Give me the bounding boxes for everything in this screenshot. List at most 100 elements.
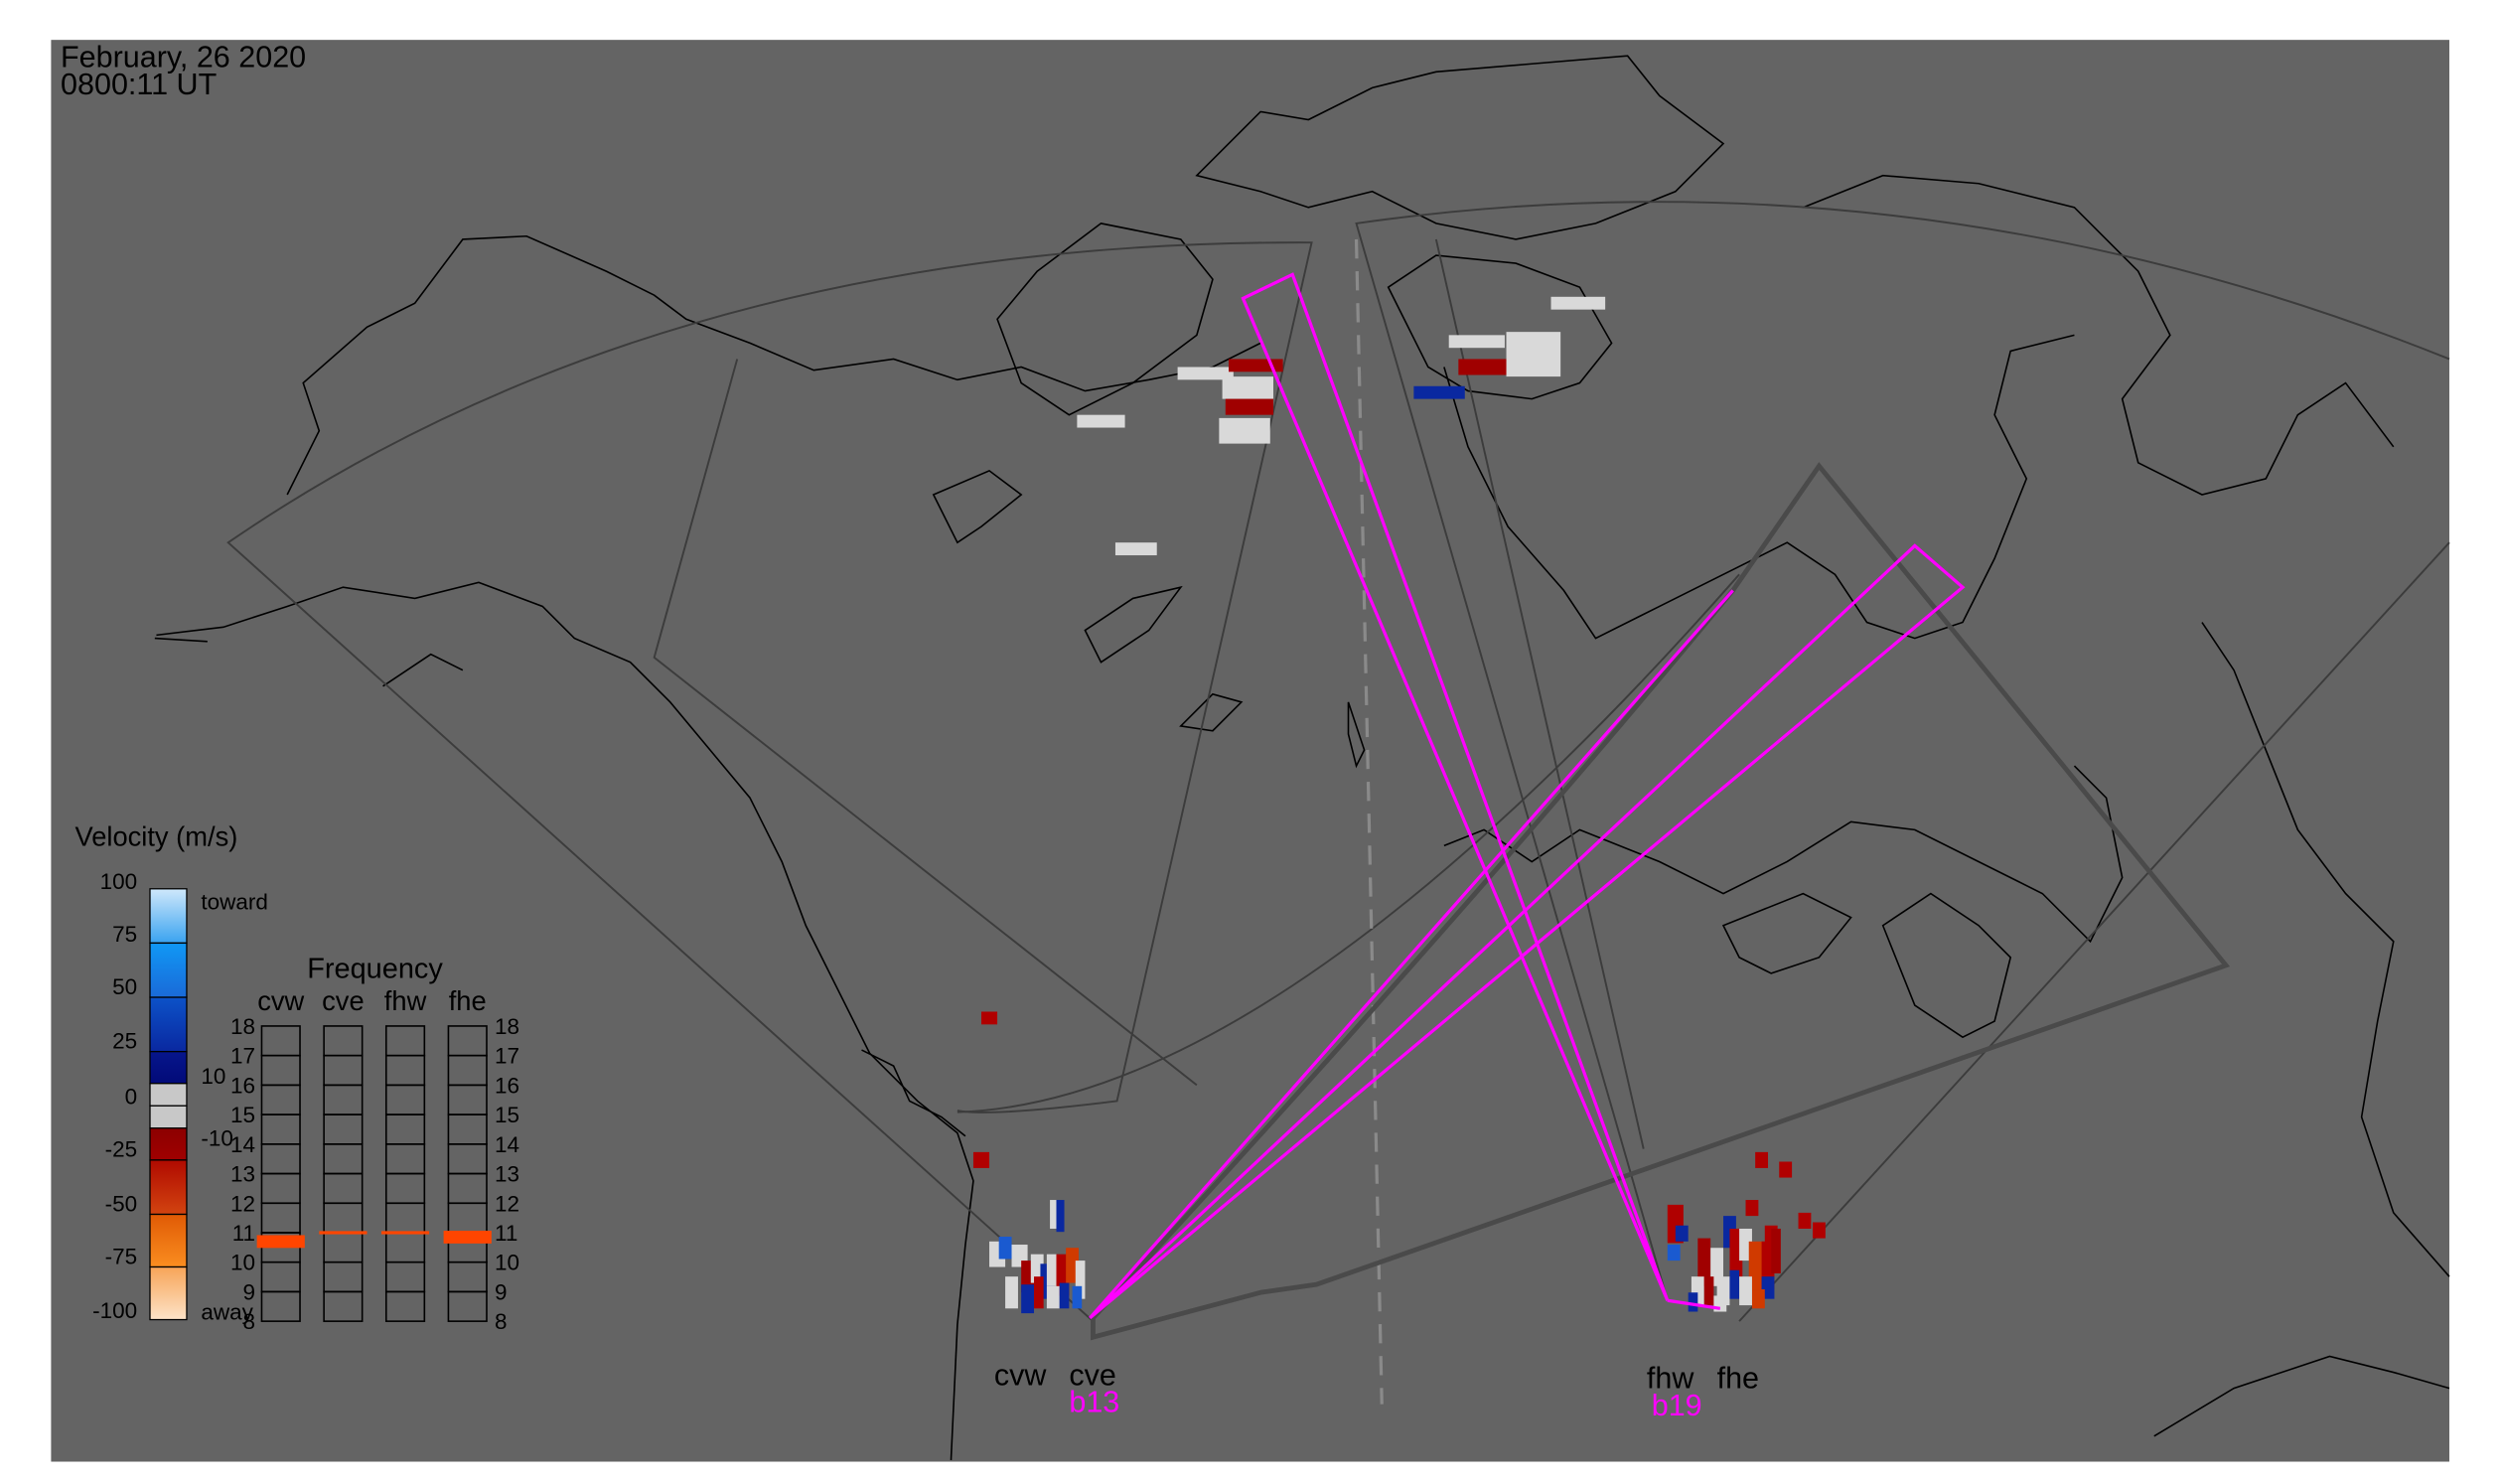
coastline-segment (1881, 892, 2012, 1039)
frequency-column-label: cvw (257, 985, 304, 1016)
frequency-tick-left: 11 (232, 1221, 255, 1246)
gs-upper-label: 10 (201, 1064, 225, 1089)
coastline-segment (2153, 1355, 2450, 1437)
coastline-segment (286, 234, 1261, 496)
coastline-segment (932, 469, 1023, 544)
velocity-legend-title: Velocity (m/s) (75, 820, 238, 851)
frequency-tick-right: 16 (495, 1073, 519, 1098)
echo-cell (1413, 385, 1465, 399)
frequency-tick-left: 9 (243, 1279, 256, 1304)
radar-label-fhw: fhw (1647, 1362, 1694, 1396)
coastlines (154, 55, 2450, 1460)
beam-label-b13: b13 (1069, 1386, 1119, 1419)
frequency-tick-left: 15 (230, 1103, 255, 1127)
coastline-segment (154, 637, 464, 687)
echo-cell (1448, 335, 1505, 349)
frequency-cell (384, 1290, 426, 1322)
gs-lower-label: -10 (201, 1125, 233, 1150)
coastline-segment (1803, 174, 2395, 496)
coastline-segment (861, 1049, 966, 1137)
coastline-segment (1721, 892, 1852, 974)
frequency-cell (323, 1290, 364, 1322)
echo-cell (1798, 1212, 1812, 1229)
frequency-tick-right: 10 (495, 1251, 519, 1275)
echo-cell (1779, 1161, 1793, 1178)
velocity-tick-label: -75 (105, 1244, 138, 1268)
frequency-tick-right: 13 (495, 1162, 519, 1187)
radar-echo-cells (972, 296, 1826, 1314)
velocity-tick-label: 75 (112, 922, 137, 947)
time-label: 0800:11 UT (61, 68, 217, 101)
echo-cell (1748, 1241, 1765, 1290)
beam-b19-outline (1241, 272, 1721, 1310)
velocity-tick-label: 25 (112, 1028, 137, 1053)
frequency-cell (260, 1290, 301, 1322)
coastline-segment (2201, 622, 2450, 1277)
frequency-tick-right: 9 (495, 1279, 508, 1304)
echo-cell (1219, 417, 1270, 444)
echo-cell (1046, 1254, 1057, 1286)
echo-cell (1550, 296, 1606, 310)
frequency-column-label: cve (322, 985, 364, 1016)
velocity-tick-label: 100 (100, 869, 138, 894)
map-background (51, 40, 2449, 1462)
coastline-segment (996, 223, 1214, 416)
frequency-column-label: fhe (449, 985, 487, 1016)
radar-label-fhe: fhe (1717, 1362, 1759, 1396)
echo-cell (1667, 1245, 1681, 1261)
echo-cell (981, 1011, 998, 1025)
date-label: February, 26 2020 (61, 40, 306, 74)
frequency-mark (443, 1231, 492, 1244)
echo-cell (1059, 1282, 1070, 1309)
frequency-tick-left: 10 (230, 1251, 255, 1275)
echo-cell (998, 1237, 1012, 1260)
echo-cell (1114, 542, 1157, 556)
frequency-mark (380, 1231, 430, 1235)
echo-cell (1675, 1225, 1689, 1242)
toward-label: toward (201, 890, 268, 915)
frequency-tick-left: 17 (230, 1044, 255, 1069)
frequency-tick-left: 13 (230, 1162, 255, 1187)
frequency-mark (319, 1231, 368, 1235)
frequency-tick-right: 11 (495, 1221, 517, 1246)
echo-cell (1005, 1276, 1018, 1309)
beam-outlines (1089, 272, 1966, 1320)
frequency-tick-left: 18 (230, 1014, 255, 1039)
frequency-tick-left: 12 (230, 1191, 255, 1216)
echo-cell (1729, 1269, 1740, 1299)
echo-cell (1177, 367, 1234, 380)
radar-label-cvw: cvw (994, 1358, 1048, 1392)
frequency-column-label: fhw (384, 985, 427, 1016)
radar-label-cve: cve (1069, 1358, 1116, 1392)
velocity-tick-label: -25 (105, 1137, 138, 1162)
frequency-tick-right: 14 (495, 1132, 519, 1157)
frequency-cell (447, 1290, 488, 1322)
echo-cell (1072, 1285, 1083, 1309)
fh-fov-inner (1434, 238, 1645, 1149)
echo-cell (1458, 359, 1513, 375)
dashed-meridian (1354, 238, 1384, 1405)
frequency-legend-title: Frequency (307, 954, 443, 985)
fh-fov-outline (1355, 201, 2450, 1322)
frequency-tick-right: 15 (495, 1103, 519, 1127)
velocity-tick-label: -100 (92, 1298, 137, 1323)
coastline-segment (156, 581, 974, 1460)
echo-cell (1021, 1284, 1035, 1314)
echo-cell (1688, 1292, 1698, 1312)
frequency-mark (256, 1235, 305, 1249)
echo-cell (1222, 376, 1273, 399)
frequency-tick-right: 12 (495, 1191, 519, 1216)
cvw-fov-outline (226, 241, 1313, 1322)
echo-cell (1755, 1151, 1769, 1168)
echo-cell (972, 1151, 990, 1168)
frequency-tick-right: 17 (495, 1044, 519, 1069)
frequency-tick-left: 14 (230, 1132, 255, 1157)
frequency-tick-left: 8 (243, 1309, 256, 1334)
frequency-tick-left: 16 (230, 1073, 255, 1098)
frequency-tick-right: 8 (495, 1309, 508, 1334)
beam-label-b19: b19 (1652, 1389, 1702, 1422)
velocity-tick-label: 50 (112, 974, 137, 999)
